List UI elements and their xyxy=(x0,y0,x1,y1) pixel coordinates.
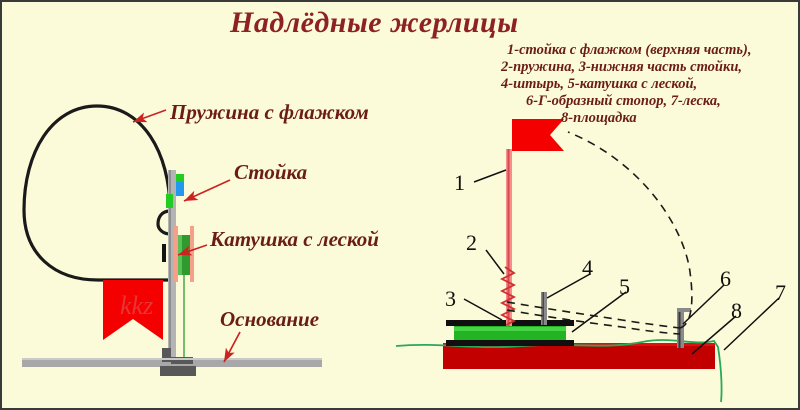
legend-line-4: 6-Г-образный стопор, 7-леска, xyxy=(526,93,721,109)
label-spring: Пружина с флажком xyxy=(170,100,369,124)
line-dashed-path xyxy=(506,131,693,335)
callout-number-5: 5 xyxy=(619,274,630,299)
legend-line-5: 8-площадка xyxy=(561,110,637,126)
callout-number-4: 4 xyxy=(582,255,593,280)
legend-line-3: 4-штырь, 5-катушка с леской, xyxy=(501,76,698,92)
callout-number-3: 3 xyxy=(445,286,456,311)
legend-line-1: 1-стойка с флажком (верхняя часть), xyxy=(507,42,752,58)
label-base: Основание xyxy=(220,307,320,331)
right-pin xyxy=(541,292,547,325)
callout-number-8: 8 xyxy=(731,298,742,323)
fishing-line-surface xyxy=(395,339,723,403)
callout-number-6: 6 xyxy=(720,266,731,291)
label-reel: Катушка с леской xyxy=(210,227,379,251)
spring-loop xyxy=(22,104,172,282)
right-callout-leaders xyxy=(463,169,780,355)
left-reel xyxy=(174,226,194,374)
callout-number-2: 2 xyxy=(466,230,477,255)
svg-text:kkz: kkz xyxy=(120,291,153,320)
right-pole-flag xyxy=(506,119,564,326)
callout-number-7: 7 xyxy=(775,280,786,305)
page-title: Надлёдные жерлицы xyxy=(230,6,519,39)
left-post xyxy=(162,170,184,372)
callout-number-1: 1 xyxy=(454,170,465,195)
legend-line-2: 2-пружина, 3-нижняя часть стойки, xyxy=(501,59,743,75)
left-flag: kkz xyxy=(103,280,163,340)
right-reel xyxy=(446,320,574,346)
label-post: Стойка xyxy=(234,160,308,184)
left-base xyxy=(22,348,322,376)
right-coil-spring xyxy=(499,266,517,326)
left-callout-arrows xyxy=(132,109,241,363)
